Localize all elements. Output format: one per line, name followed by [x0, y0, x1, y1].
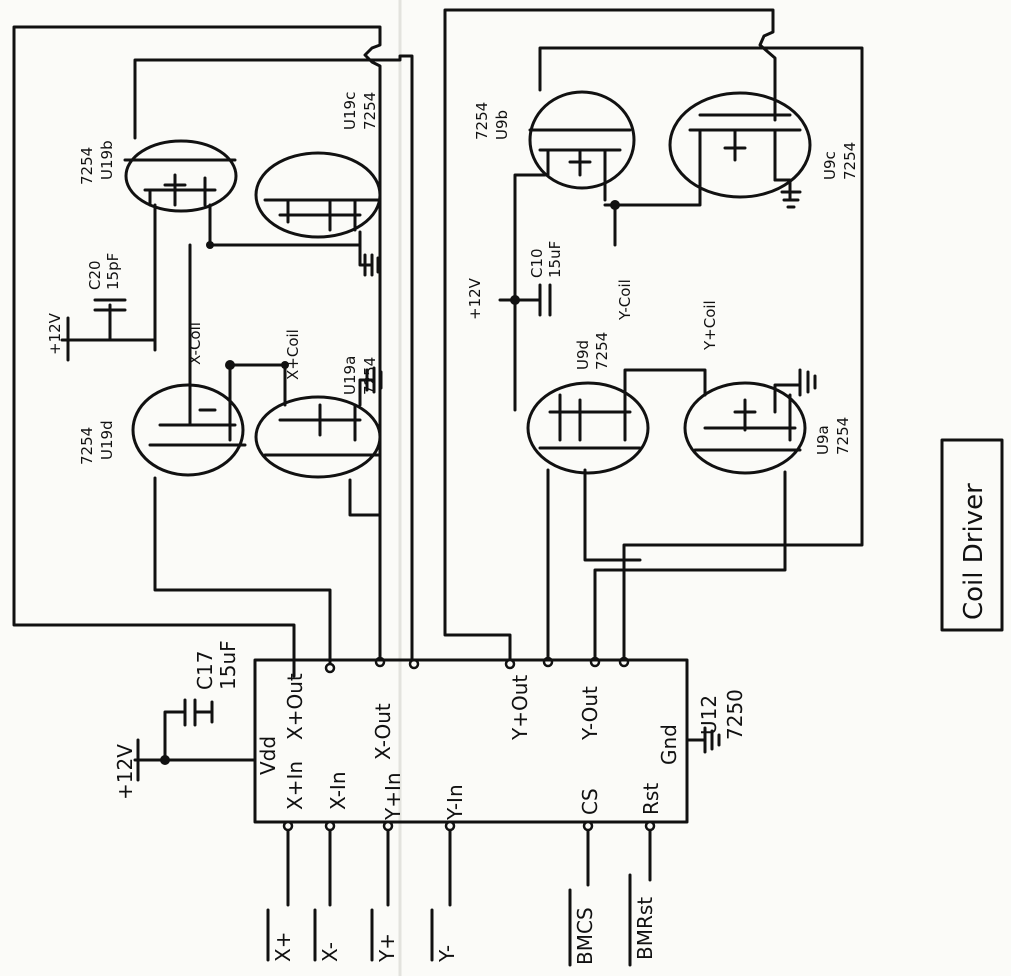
signal-y-minus-label: Y- — [435, 945, 459, 963]
u12-y-plus-in-label: Y+In — [381, 772, 405, 821]
signal-y-plus-label: Y+ — [375, 933, 399, 963]
x-coil-minus-label: X-Coil — [186, 322, 204, 365]
u12-gnd-pin-label: Gnd — [657, 724, 681, 765]
u9d-name-label: U9d — [574, 340, 592, 370]
u9d-mosfet-body — [526, 381, 650, 475]
y-coil-plus-label: Y+Coil — [701, 300, 719, 351]
x-12v-label: +12V — [46, 312, 64, 355]
title-block: Coil Driver — [940, 438, 1004, 632]
u12-rst-pin-label: Rst — [639, 783, 663, 815]
u19d-part-label: 7254 — [78, 427, 96, 465]
sheet-title: Coil Driver — [959, 483, 989, 620]
u12-part-label: 7250 — [723, 689, 747, 740]
u9b-part-label: 7254 — [473, 102, 491, 140]
u9d-part-label: 7254 — [593, 332, 611, 370]
c17-value-label: 15uF — [216, 640, 240, 690]
c20-name-label: C20 — [86, 260, 104, 290]
signal-bmrst-label: BMRst — [633, 897, 657, 960]
u9a-name-label: U9a — [814, 425, 832, 455]
x-outer-wire — [12, 25, 382, 678]
u12-y-minus-in-label: Y-In — [443, 784, 467, 821]
input-signal-labels: X+ X- Y+ Y- BMCS BMRst — [266, 873, 657, 967]
signal-x-minus-label: X- — [318, 942, 342, 962]
u9b-mosfet-body — [528, 90, 636, 190]
signal-x-plus-label: X+ — [271, 932, 295, 962]
y-12v-label: +12V — [466, 277, 484, 320]
c10-value-label: 15uF — [546, 241, 564, 278]
u12-x-plus-out-label: X+Out — [283, 673, 307, 740]
c10-name-label: C10 — [528, 248, 546, 278]
u19c-mosfet-body — [254, 151, 382, 239]
u9c-mosfet-body — [668, 91, 812, 199]
u12-y-minus-out-label: Y-Out — [578, 686, 602, 741]
u12-12v-label: +12V — [113, 744, 137, 800]
y-driver-section: 7254 U9b U9c 7254 +12V C10 15uF Y-Coil Y… — [443, 8, 864, 668]
u9b-name-label: U9b — [493, 110, 511, 140]
u9a-mosfet-body — [683, 381, 807, 475]
y-coil-minus-label: Y-Coil — [616, 279, 634, 321]
signal-bmcs-label: BMCS — [573, 907, 597, 965]
y-inner-wire — [538, 46, 864, 662]
u9a-part-label: 7254 — [834, 417, 852, 455]
u12-name-label: U12 — [697, 695, 721, 735]
u19c-part-label: 7254 — [361, 92, 379, 130]
x-coil-plus-label: X+Coil — [284, 329, 302, 380]
u19d-mosfet-body — [131, 383, 245, 477]
u12-vdd-pin-label: Vdd — [256, 736, 280, 775]
u19a-part-label: 7254 — [361, 357, 379, 395]
y-outer-wire — [443, 8, 777, 667]
u9c-part-label: 7254 — [841, 142, 859, 180]
u19a-mosfet-body — [254, 395, 382, 479]
c17-name-label: C17 — [193, 651, 217, 690]
u9c-name-label: U9c — [821, 151, 839, 180]
u19a-name-label: U19a — [341, 356, 359, 395]
u19d-name-label: U19d — [98, 420, 116, 460]
u12-y-plus-out-label: Y+Out — [508, 675, 532, 741]
u19b-part-label: 7254 — [78, 147, 96, 185]
u19b-name-label: U19b — [98, 140, 116, 180]
u12-x-plus-in-label: X+In — [283, 761, 307, 810]
title-box — [940, 438, 1004, 632]
u12-cs-pin-label: CS — [578, 788, 602, 815]
x-coil-plus-node — [225, 360, 235, 370]
x-inner-wire — [133, 54, 414, 662]
u12-x-minus-out-label: X-Out — [371, 703, 395, 760]
u19b-mosfet-body — [124, 139, 238, 213]
u12-x-minus-in-label: X-In — [326, 772, 350, 811]
u12-chip: U12 7250 Vdd X+In X+Out X-In X-Out Y+In … — [113, 640, 747, 907]
u19c-name-label: U19c — [341, 92, 359, 130]
x-driver-section: 7254 U19b U19c 7254 +12V C20 15pF X-Coil… — [12, 25, 420, 678]
u12-body — [253, 658, 689, 824]
c20-value-label: 15pF — [104, 253, 122, 290]
